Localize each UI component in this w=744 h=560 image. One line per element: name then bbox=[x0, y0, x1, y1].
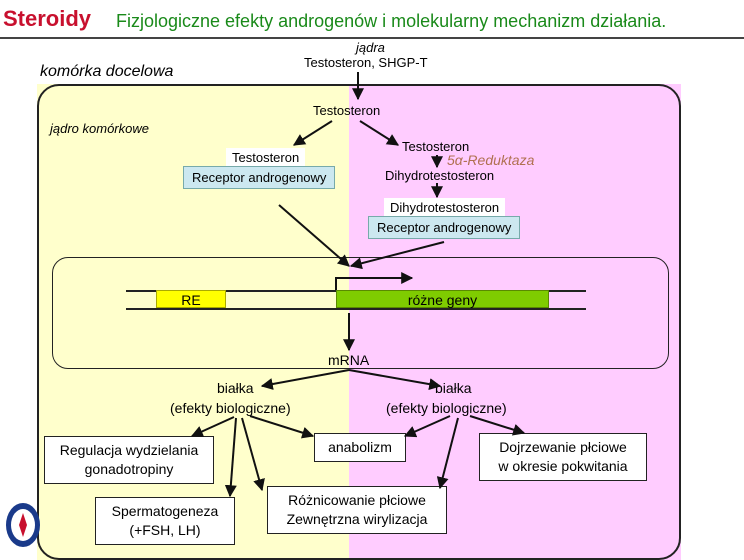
right-biological-effects: (efekty biologiczne) bbox=[386, 400, 507, 416]
arrow-mrna-to-right-proteins bbox=[348, 369, 442, 391]
arrow-left-to-differentiation bbox=[241, 417, 265, 492]
arrow-to-right-testosterone bbox=[359, 120, 400, 146]
right-proteins-label: białka bbox=[435, 380, 472, 396]
arrow-to-regulation bbox=[190, 416, 235, 438]
page-title: Steroidy bbox=[3, 6, 92, 31]
arrow-right-complex-to-dna bbox=[349, 241, 445, 270]
response-element: RE bbox=[156, 290, 226, 308]
gonadotropin-regulation-line2: gonadotropiny bbox=[84, 460, 174, 477]
gonadotropin-regulation-box: Regulacja wydzielania gonadotropiny bbox=[44, 436, 214, 484]
arrow-transcription-start bbox=[335, 272, 414, 290]
target-cell-label: komórka docelowa bbox=[40, 63, 174, 80]
puberty-line1: Dojrzewanie płciowe bbox=[499, 439, 627, 455]
arrow-to-puberty bbox=[469, 415, 526, 436]
arrow-to-spermatogenesis bbox=[224, 417, 237, 498]
sex-differentiation-line1: Różnicowanie płciowe bbox=[288, 492, 426, 508]
arrow-right-to-differentiation bbox=[436, 417, 459, 490]
arrow-left-to-anabolism bbox=[249, 415, 315, 439]
sex-differentiation-line2: Zewnętrzna wirylizacja bbox=[286, 510, 428, 527]
nucleus-input-label: jądra bbox=[356, 40, 385, 55]
spermatogenesis-line1: Spermatogeneza bbox=[111, 503, 219, 519]
right-dht-label: Dihydrotestosteron bbox=[384, 198, 506, 217]
header-divider bbox=[0, 37, 744, 39]
anabolism-box: anabolizm bbox=[314, 433, 406, 462]
spermatogenesis-line2: (+FSH, LH) bbox=[129, 521, 201, 538]
dht-label: Dihydrotestosteron bbox=[385, 168, 495, 183]
page-subtitle: Fizjologiczne efekty androgenów i moleku… bbox=[116, 11, 667, 31]
right-androgen-receptor: Receptor androgenowy bbox=[368, 216, 521, 239]
mrna-label: mRNA bbox=[328, 352, 370, 368]
right-testosterone-label: Testosteron bbox=[402, 139, 470, 154]
nucleus-region-label: jądro komórkowe bbox=[50, 121, 149, 136]
input-hormones: Testosteron, SHGP-T bbox=[304, 55, 428, 70]
arrow-to-left-receptor bbox=[292, 120, 333, 146]
university-seal-icon bbox=[6, 503, 40, 547]
target-genes: różne geny bbox=[336, 290, 549, 308]
testosterone-label: Testosteron bbox=[313, 103, 381, 118]
spermatogenesis-box: Spermatogeneza (+FSH, LH) bbox=[95, 497, 235, 545]
arrow-right-to-anabolism bbox=[403, 415, 451, 438]
5a-reductase-label: 5α-Reduktaza bbox=[447, 152, 535, 168]
gonadotropin-regulation-line1: Regulacja wydzielania bbox=[59, 442, 199, 458]
left-proteins-label: białka bbox=[217, 380, 254, 396]
arrow-left-complex-to-dna bbox=[278, 204, 350, 267]
arrow-mrna-to-left-proteins bbox=[260, 369, 350, 390]
puberty-line2: w okresie pokwitania bbox=[498, 457, 628, 474]
left-biological-effects: (efekty biologiczne) bbox=[170, 400, 291, 416]
puberty-box: Dojrzewanie płciowe w okresie pokwitania bbox=[479, 433, 647, 481]
left-androgen-receptor: Receptor androgenowy bbox=[183, 166, 336, 189]
left-testosterone-label: Testosteron bbox=[226, 148, 306, 167]
sex-differentiation-box: Różnicowanie płciowe Zewnętrzna wiryliza… bbox=[267, 486, 447, 534]
dna-strand-bottom bbox=[126, 308, 586, 310]
